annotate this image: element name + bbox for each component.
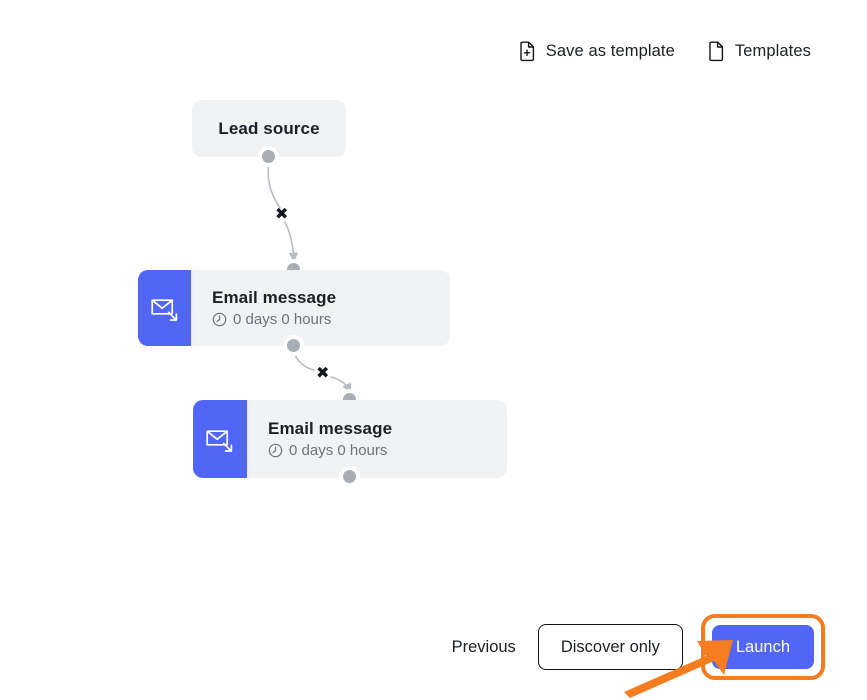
mail-send-icon — [205, 425, 235, 453]
edge-path — [293, 350, 315, 371]
edge-remove-button[interactable]: ✖ — [316, 363, 330, 382]
clock-icon — [268, 443, 283, 458]
node-icon-block — [138, 270, 191, 346]
node-email-message-2[interactable]: Email message 0 days 0 hours — [193, 400, 507, 478]
node-output-port-lead-source[interactable] — [262, 150, 275, 163]
document-icon — [707, 41, 725, 62]
edge-remove-button[interactable]: ✖ — [275, 204, 289, 223]
node-lead-source[interactable]: Lead source — [192, 100, 346, 157]
previous-button[interactable]: Previous — [448, 632, 520, 663]
node-body: Email message 0 days 0 hours — [191, 270, 450, 346]
footer-actions: Previous Discover only Launch — [0, 614, 867, 680]
mail-send-icon — [150, 294, 180, 322]
node-title: Email message — [212, 287, 337, 307]
node-output-port-email-1[interactable] — [287, 339, 300, 352]
node-output-port-email-2[interactable] — [343, 470, 356, 483]
node-delay: 0 days 0 hours — [212, 311, 450, 329]
discover-only-button[interactable]: Discover only — [537, 624, 683, 670]
templates-label: Templates — [734, 42, 811, 60]
node-delay-text: 0 days 0 hours — [289, 441, 388, 459]
edge-path — [267, 161, 281, 209]
node-delay-text: 0 days 0 hours — [233, 310, 332, 328]
launch-button-highlight: Launch — [700, 614, 825, 680]
clock-icon — [212, 312, 227, 327]
node-email-message-1[interactable]: Email message 0 days 0 hours — [138, 270, 450, 346]
document-plus-icon — [518, 41, 536, 62]
node-title: Email message — [268, 418, 393, 438]
node-delay: 0 days 0 hours — [268, 442, 507, 460]
top-toolbar: Save as template Templates — [518, 41, 811, 62]
node-title: Lead source — [218, 118, 320, 138]
templates-button[interactable]: Templates — [707, 41, 811, 62]
node-body: Email message 0 days 0 hours — [247, 400, 507, 478]
edge-path — [284, 221, 299, 263]
save-as-template-label: Save as template — [545, 42, 675, 60]
node-icon-block — [193, 400, 247, 478]
launch-button[interactable]: Launch — [711, 625, 814, 669]
save-as-template-button[interactable]: Save as template — [518, 41, 675, 62]
edge-path — [330, 376, 352, 394]
